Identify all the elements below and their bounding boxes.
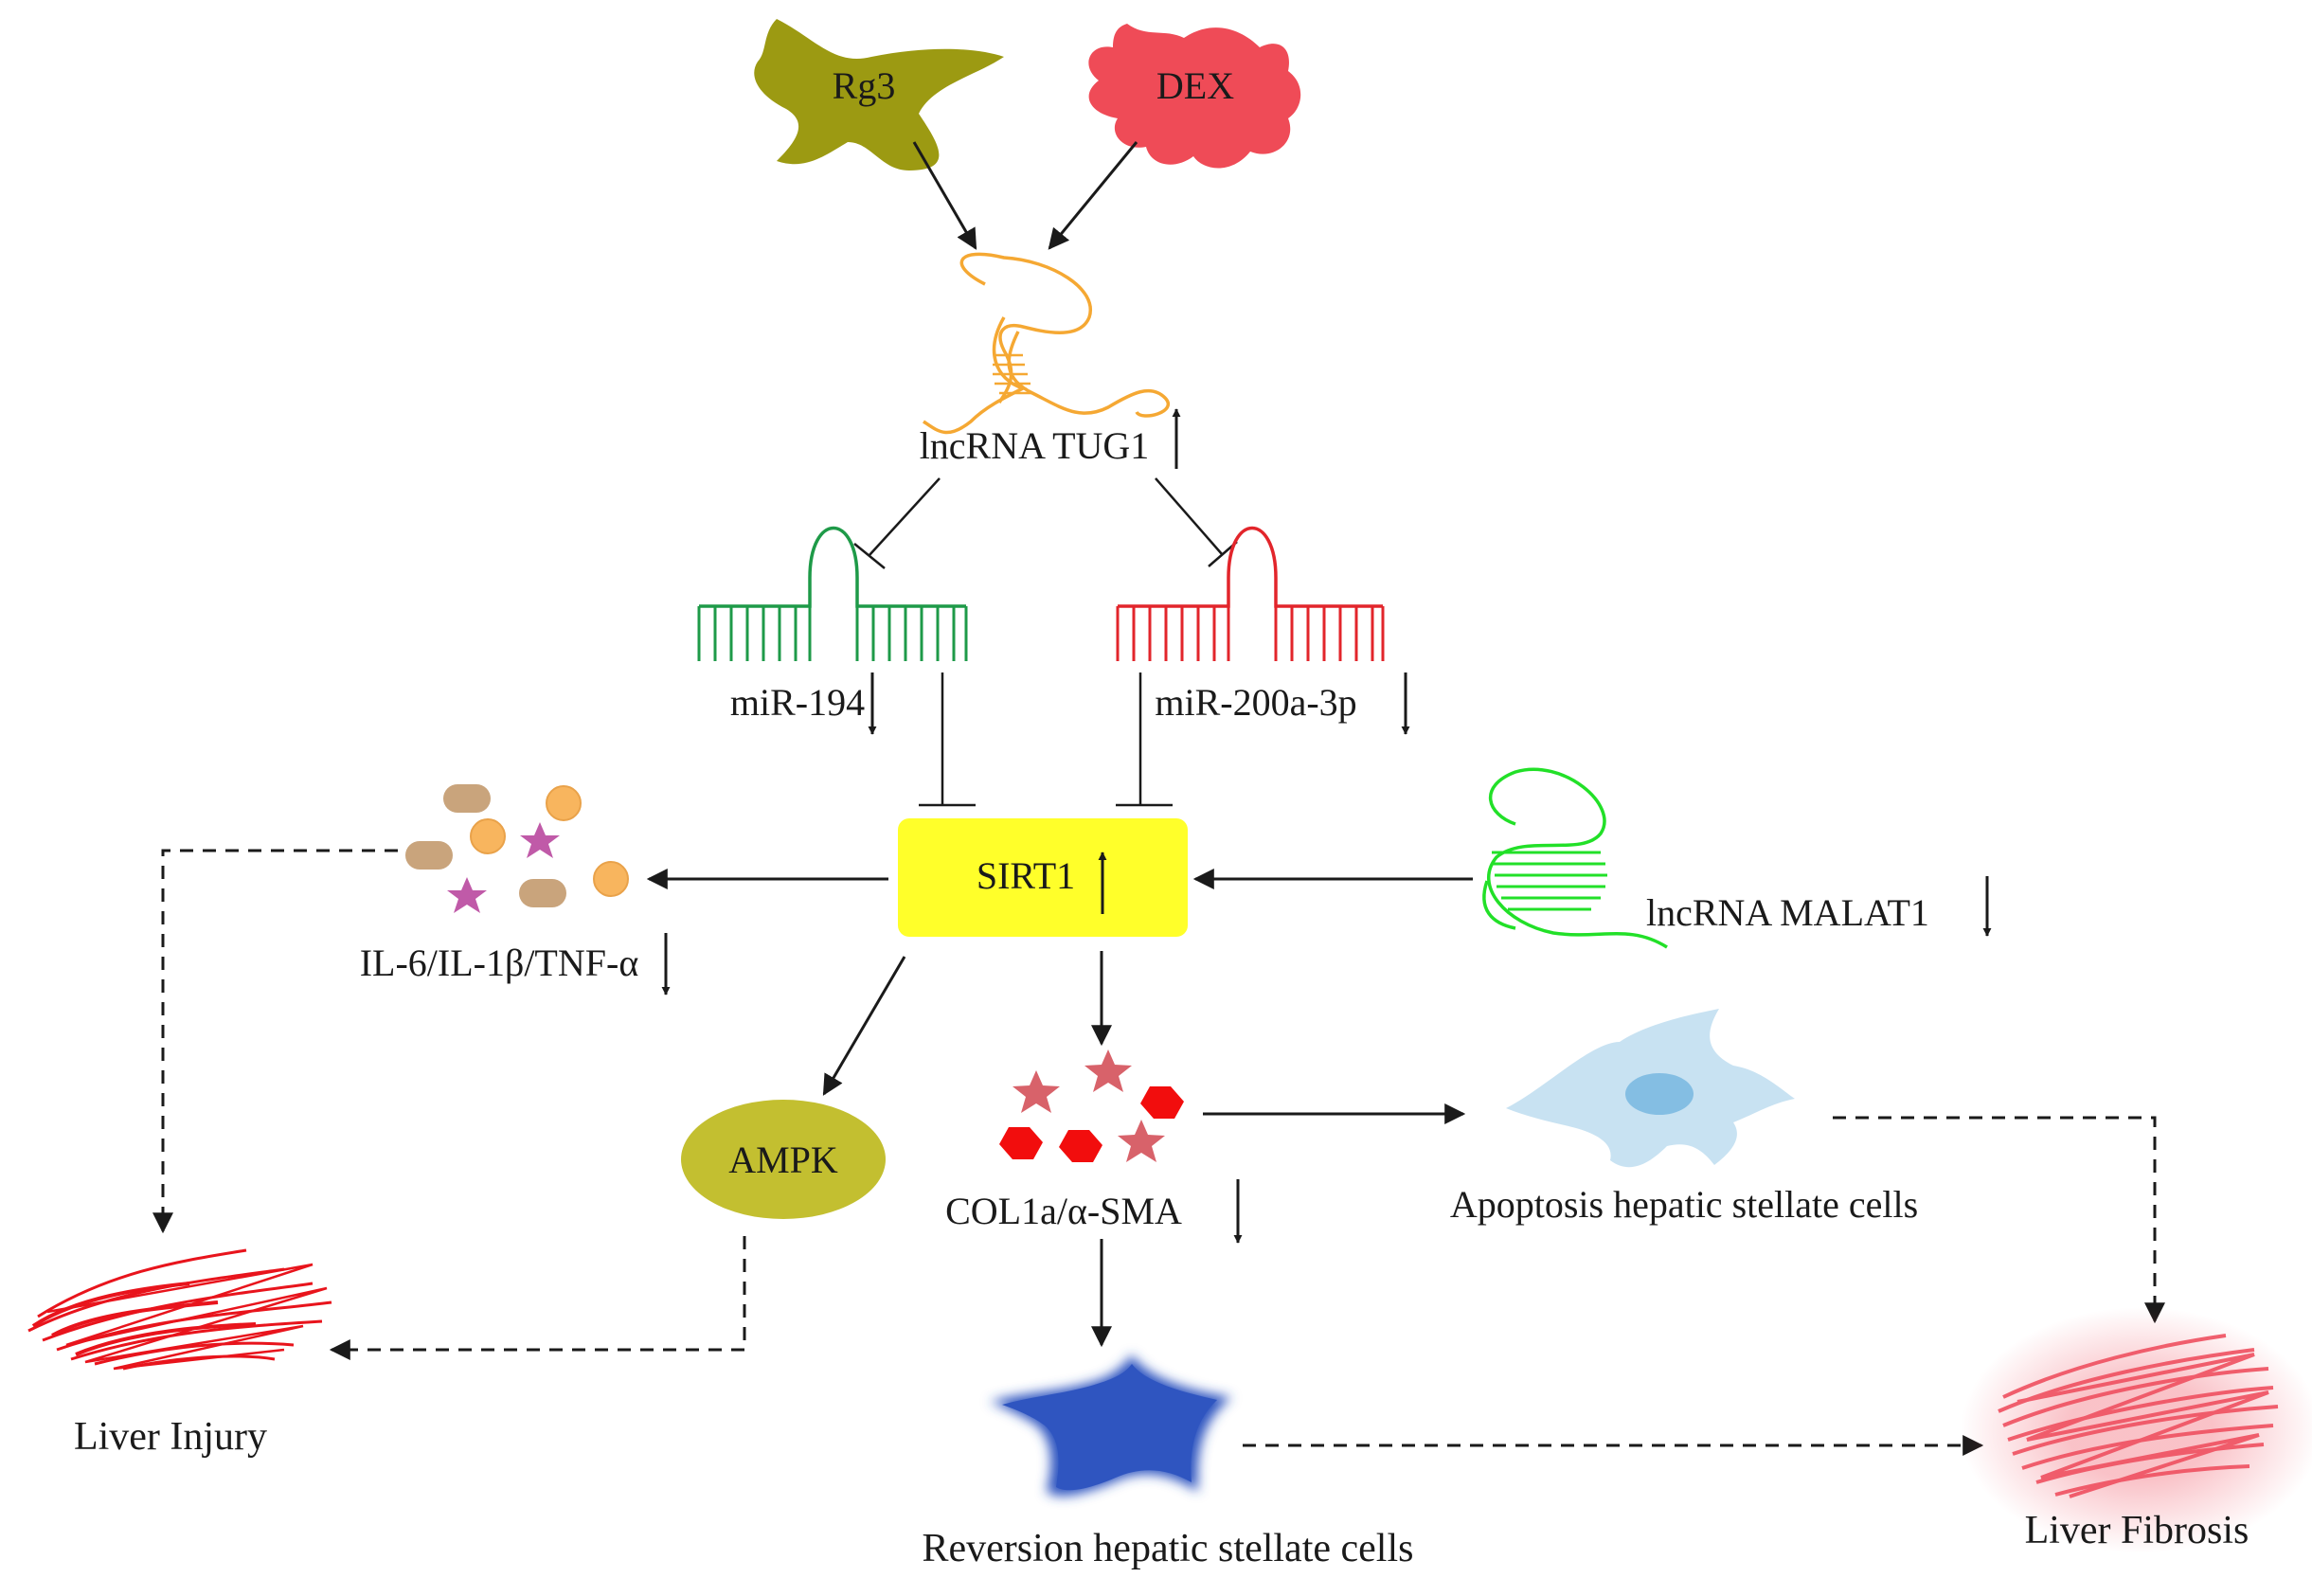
dex-shape bbox=[1088, 24, 1301, 169]
dashed-ampk-to-injury bbox=[329, 1236, 746, 1360]
inhibit-tug1-to-mir194 bbox=[853, 477, 941, 569]
sirt1-node: SIRT1 bbox=[898, 818, 1188, 937]
arrow-sirt1-to-ampk bbox=[822, 956, 906, 1096]
col1a-label: COL1a/α-SMA bbox=[945, 1190, 1182, 1232]
cytokines-icon bbox=[405, 784, 629, 913]
ampk-label: AMPK bbox=[728, 1139, 838, 1181]
mir194-hairpin-icon bbox=[697, 526, 968, 661]
inhibit-mir194-to-sirt1 bbox=[919, 672, 976, 807]
dex-label: DEX bbox=[1156, 64, 1234, 107]
rg3-node: Rg3 bbox=[754, 19, 1004, 170]
arrow-rg3-to-tug1 bbox=[912, 141, 977, 250]
dex-node: DEX bbox=[1088, 24, 1301, 169]
sirt1-box bbox=[898, 818, 1188, 937]
ampk-ellipse bbox=[681, 1100, 886, 1219]
reversion-label: Reversion hepatic stellate cells bbox=[923, 1527, 1414, 1570]
mir200-hairpin-icon bbox=[1116, 526, 1385, 661]
liver-injury-label: Liver Injury bbox=[74, 1415, 267, 1459]
reversion-cell-icon bbox=[990, 1354, 1231, 1497]
ampk-node: AMPK bbox=[681, 1100, 886, 1219]
arrow-dex-to-tug1 bbox=[1048, 141, 1138, 250]
sirt1-label: SIRT1 bbox=[977, 854, 1075, 897]
liver-injury-icon bbox=[27, 1248, 332, 1371]
liver-fibrosis-icon bbox=[1961, 1307, 2312, 1553]
mir200-label: miR-200a-3p bbox=[1155, 681, 1356, 724]
cytokines-label: IL-6/IL-1β/TNF-α bbox=[360, 941, 639, 984]
col1a-icon bbox=[999, 1049, 1184, 1162]
tug1-rna-icon bbox=[923, 252, 1170, 435]
liver-fibrosis-label: Liver Fibrosis bbox=[2025, 1509, 2249, 1552]
mir194-label: miR-194 bbox=[730, 681, 865, 724]
apoptosis-label: Apoptosis hepatic stellate cells bbox=[1450, 1183, 1918, 1226]
rg3-label: Rg3 bbox=[833, 64, 896, 107]
tug1-label: lncRNA TUG1 bbox=[920, 424, 1150, 467]
dashed-cytokines-to-injury bbox=[152, 849, 398, 1234]
dashed-apoptosis-to-fibrosis bbox=[1833, 1116, 2165, 1324]
apoptosis-cell-icon bbox=[1506, 1009, 1795, 1168]
malat1-label: lncRNA MALAT1 bbox=[1646, 891, 1929, 934]
inhibit-mir200-to-sirt1 bbox=[1116, 672, 1173, 807]
malat1-rna-icon bbox=[1482, 767, 1668, 949]
inhibit-tug1-to-mir200 bbox=[1155, 477, 1238, 567]
rg3-shape bbox=[754, 19, 1004, 170]
